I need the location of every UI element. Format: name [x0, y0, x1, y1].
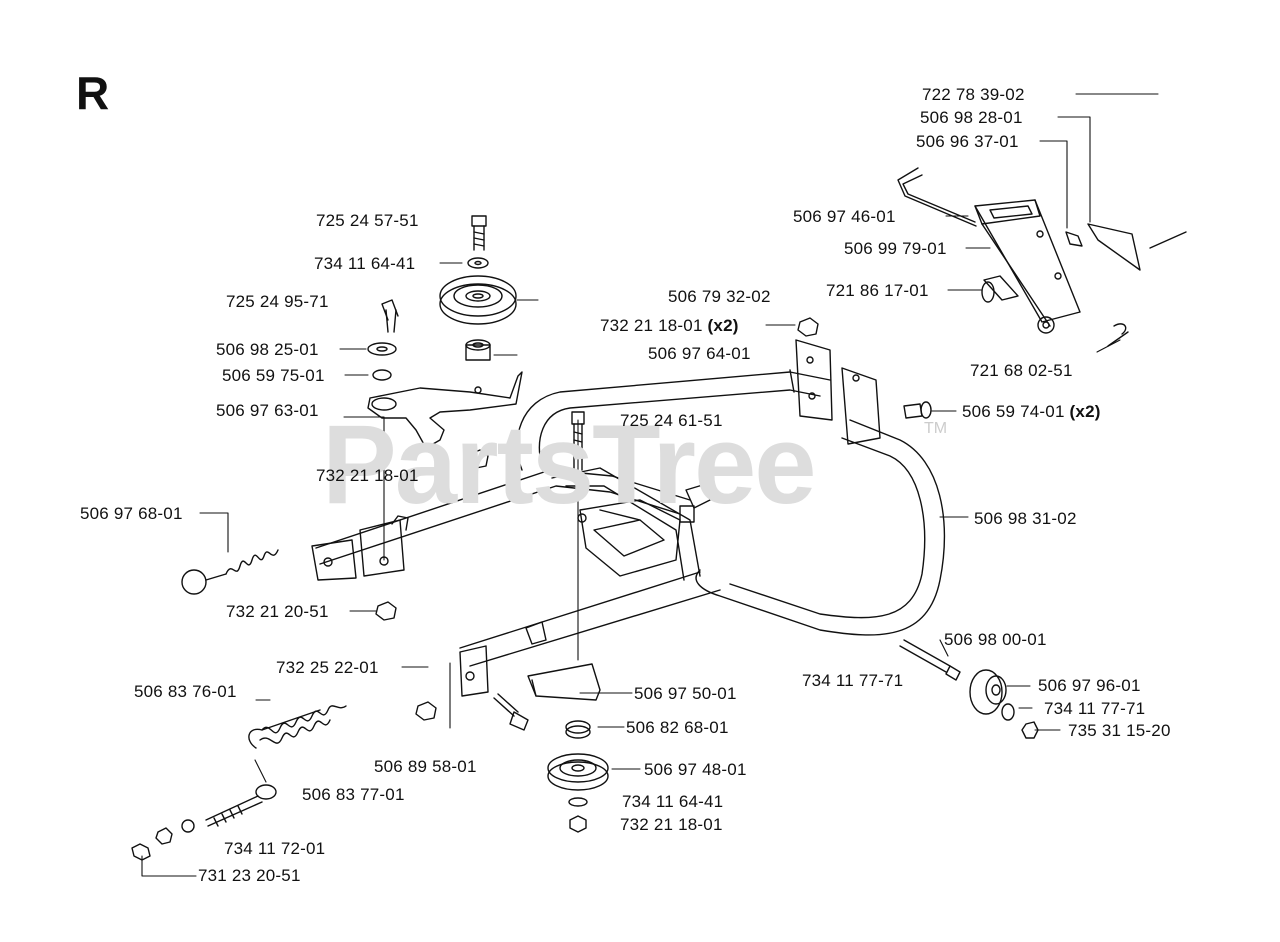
part-label[interactable]: 734 11 72-01 [224, 839, 326, 858]
part-label[interactable]: 731 23 20-51 [198, 866, 301, 885]
part-label[interactable]: 506 98 00-01 [944, 630, 1047, 649]
watermark: PartsTree [322, 402, 817, 527]
part-label[interactable]: 732 21 18-01 (x2) [600, 316, 739, 336]
part-label[interactable]: 506 98 25-01 [216, 340, 319, 359]
part-label[interactable]: 506 97 96-01 [1038, 676, 1141, 695]
part-label[interactable]: 722 78 39-02 [922, 85, 1025, 104]
main-frame [311, 339, 946, 697]
idler-bracket [367, 299, 523, 449]
part-label[interactable]: 734 11 64-41 [314, 254, 416, 273]
part-label[interactable]: 734 11 77-71 [802, 671, 904, 690]
part-label[interactable]: 506 97 68-01 [80, 504, 183, 523]
part-number: 732 21 18-01 [600, 316, 703, 335]
part-label[interactable]: 725 24 61-51 [620, 411, 723, 430]
part-label[interactable]: 732 21 18-01 [620, 815, 723, 834]
quantity: (x2) [1069, 402, 1101, 421]
part-label[interactable]: 734 11 64-41 [622, 792, 724, 811]
part-label[interactable]: 506 96 37-01 [916, 132, 1019, 151]
bottom-pulley-assembly [527, 663, 609, 833]
wheel-assembly [899, 639, 1039, 739]
pedal-assembly [897, 167, 1187, 347]
part-label[interactable]: 506 79 32-02 [668, 287, 771, 306]
top-pulley-assembly [439, 215, 517, 361]
part-label[interactable]: 506 83 76-01 [134, 682, 237, 701]
tension-spring-assembly [131, 705, 347, 861]
part-label[interactable]: 506 98 28-01 [920, 108, 1023, 127]
part-label[interactable]: 506 97 50-01 [634, 684, 737, 703]
part-label[interactable]: 506 99 79-01 [844, 239, 947, 258]
part-label[interactable]: 506 97 63-01 [216, 401, 319, 420]
part-label[interactable]: 735 31 15-20 [1068, 721, 1171, 740]
part-label[interactable]: 506 97 64-01 [648, 344, 751, 363]
quantity: (x2) [707, 316, 739, 335]
part-label[interactable]: 506 82 68-01 [626, 718, 729, 737]
trademark-mark: TM [924, 420, 948, 437]
part-label[interactable]: 506 59 75-01 [222, 366, 325, 385]
leader-lines [141, 93, 1159, 877]
part-number: 506 59 74-01 [962, 402, 1065, 421]
frame-hardware [181, 317, 932, 731]
part-label[interactable]: 725 24 57-51 [316, 211, 419, 230]
section-letter: R [76, 67, 110, 119]
part-label[interactable]: 506 98 31-02 [974, 509, 1077, 528]
part-label[interactable]: 721 68 02-51 [970, 361, 1073, 380]
part-label[interactable]: 725 24 95-71 [226, 292, 329, 311]
part-label[interactable]: 506 89 58-01 [374, 757, 477, 776]
part-label[interactable]: 721 86 17-01 [826, 281, 929, 300]
part-label[interactable]: 506 83 77-01 [302, 785, 405, 804]
part-label[interactable]: 506 59 74-01 (x2) [962, 402, 1101, 422]
part-label[interactable]: 506 97 46-01 [793, 207, 896, 226]
part-label[interactable]: 734 11 77-71 [1044, 699, 1146, 718]
part-label[interactable]: 506 97 48-01 [644, 760, 747, 779]
part-label[interactable]: 732 21 18-01 [316, 466, 419, 485]
part-label[interactable]: 732 25 22-01 [276, 658, 379, 677]
part-label[interactable]: 732 21 20-51 [226, 602, 329, 621]
